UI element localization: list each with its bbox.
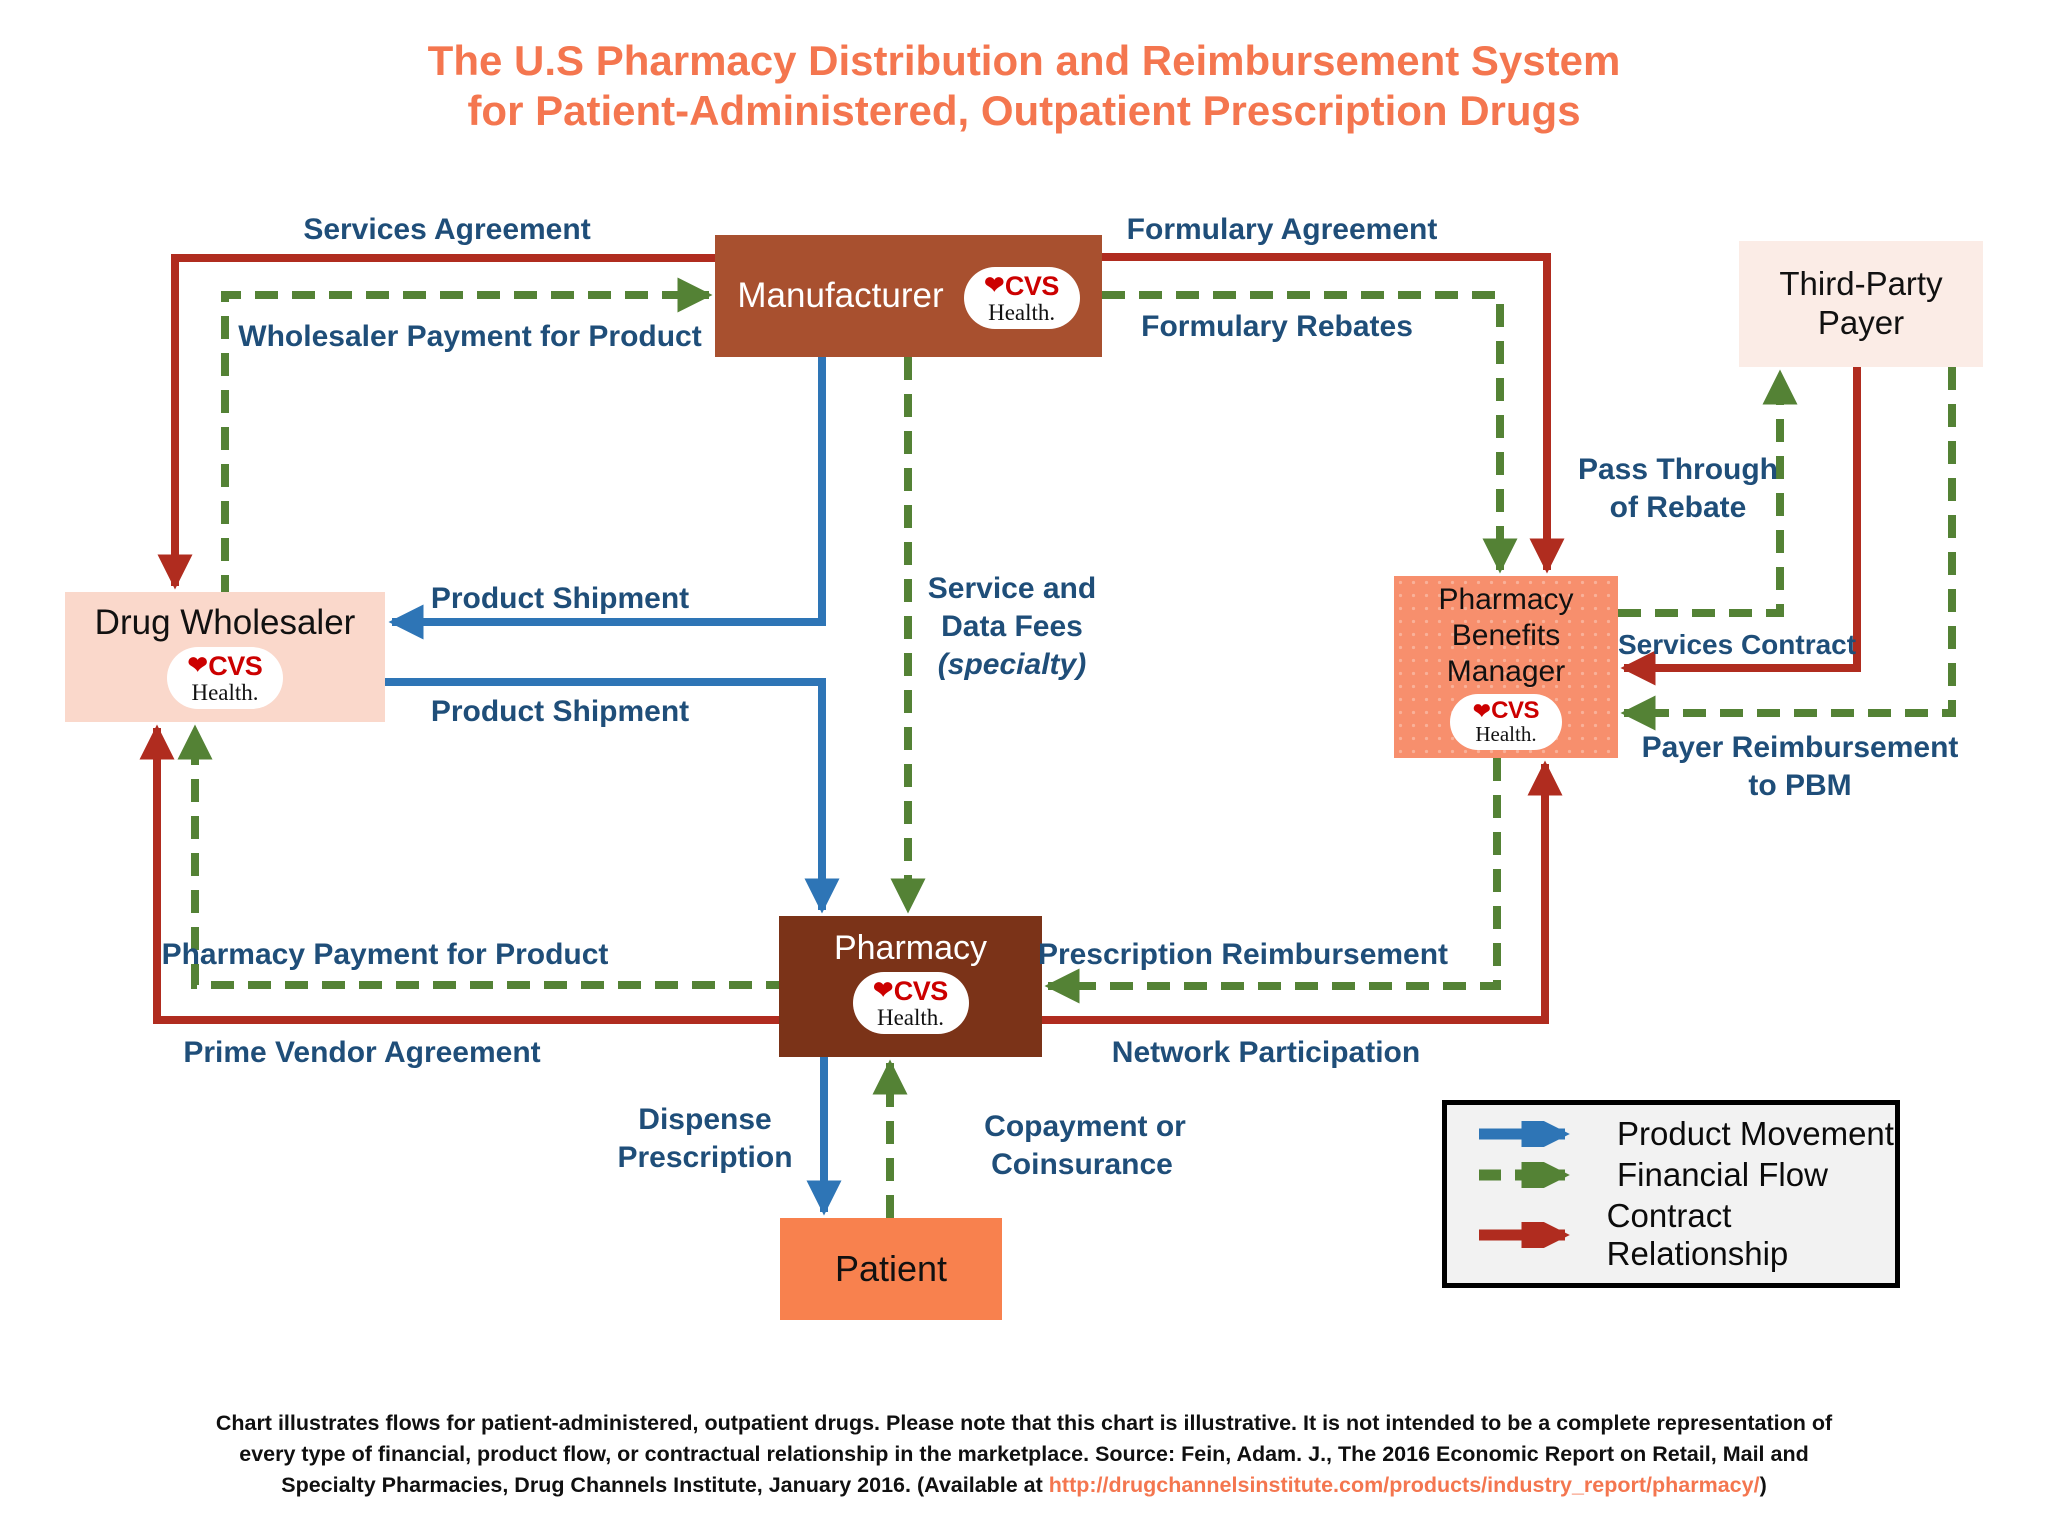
node-manufacturer-label: Manufacturer xyxy=(737,276,944,316)
label-product-shipment-bottom: Product Shipment xyxy=(430,695,690,728)
label-product-shipment-top: Product Shipment xyxy=(430,582,690,615)
arrow-product-shipment-to-pharmacy xyxy=(382,678,840,914)
label-formulary-agreement: Formulary Agreement xyxy=(1126,213,1438,246)
node-pharmacy-label: Pharmacy xyxy=(833,929,988,967)
label-service-fees-line1: Service and xyxy=(927,572,1097,605)
label-prescription-reimbursement: Prescription Reimbursement xyxy=(1037,938,1449,971)
legend-row-product: Product Movement xyxy=(1475,1115,1895,1153)
heart-icon: ❤ xyxy=(187,652,208,680)
cvs-health-logo: ❤CVS Health. xyxy=(852,972,969,1035)
arrow-network-participation xyxy=(1042,760,1563,1024)
label-dispense-line2: Prescription xyxy=(617,1141,793,1174)
legend-financial-label: Financial Flow xyxy=(1617,1155,1828,1193)
node-drug-wholesaler-label: Drug Wholesaler xyxy=(94,603,356,642)
cvs-health-text: Health. xyxy=(1475,722,1537,746)
legend-contract-label: Contract Relationship xyxy=(1606,1197,1789,1273)
node-pharmacy-benefits-manager: Pharmacy Benefits Manager ❤CVS Health. xyxy=(1394,576,1618,758)
arrow-services-contract xyxy=(1620,367,1861,686)
cvs-logo-text: CVS xyxy=(893,975,949,1006)
footer-source-link[interactable]: http://drugchannelsinstitute.com/product… xyxy=(1048,1473,1760,1497)
arrow-formulary-rebates xyxy=(1102,291,1518,574)
cvs-health-text: Health. xyxy=(988,299,1056,325)
legend-row-financial: Financial Flow xyxy=(1475,1156,1895,1194)
footer-line3-suffix: ) xyxy=(1759,1473,1767,1497)
footer-line2: every type of financial, product flow, o… xyxy=(239,1442,1809,1466)
legend-contract-arrow-icon xyxy=(1479,1222,1570,1249)
label-copayment-line1: Copayment or xyxy=(984,1110,1186,1143)
label-formulary-rebates: Formulary Rebates xyxy=(1141,310,1413,343)
label-network-participation: Network Participation xyxy=(1111,1036,1421,1069)
footer-line3-prefix: Specialty Pharmacies, Drug Channels Inst… xyxy=(281,1473,1049,1497)
cvs-health-logo: ❤CVS Health. xyxy=(963,267,1080,329)
cvs-health-text: Health. xyxy=(876,1004,945,1030)
cvs-logo-text: CVS xyxy=(1004,270,1060,301)
footer-note: Chart illustrates flows for patient-admi… xyxy=(0,1408,2048,1501)
legend-financial-arrow-icon xyxy=(1479,1161,1570,1188)
arrow-formulary-agreement xyxy=(1102,253,1565,574)
label-pharmacy-payment: Pharmacy Payment for Product xyxy=(161,938,609,971)
cvs-logo-text: CVS xyxy=(208,650,263,681)
node-drug-wholesaler: Drug Wholesaler ❤CVS Health. xyxy=(65,592,385,722)
label-payer-reimbursement-line1: Payer Reimbursement xyxy=(1641,731,1959,764)
heart-icon: ❤ xyxy=(873,977,893,1005)
label-dispense-line1: Dispense xyxy=(638,1103,772,1136)
label-wholesaler-payment: Wholesaler Payment for Product xyxy=(238,320,702,353)
cvs-health-logo: ❤CVS Health. xyxy=(1450,694,1562,750)
cvs-health-logo: ❤CVS Health. xyxy=(167,647,283,710)
cvs-health-text: Health. xyxy=(191,679,259,705)
node-patient: Patient xyxy=(780,1218,1002,1320)
label-pass-through-line2: of Rebate xyxy=(1609,491,1747,524)
arrow-wholesaler-payment xyxy=(221,277,713,598)
label-services-agreement: Services Agreement xyxy=(303,213,591,246)
node-pharmacy: Pharmacy ❤CVS Health. xyxy=(779,916,1042,1057)
arrow-pharmacy-payment xyxy=(177,724,900,989)
footer-line1: Chart illustrates flows for patient-admi… xyxy=(215,1411,1833,1435)
arrow-services-agreement xyxy=(157,254,715,590)
label-service-fees-line3: (specialty) xyxy=(937,648,1087,681)
cvs-logo-text: CVS xyxy=(1491,697,1539,724)
label-services-contract: Services Contract xyxy=(1617,629,1857,660)
heart-icon: ❤ xyxy=(1473,699,1491,723)
label-prime-vendor-agreement: Prime Vendor Agreement xyxy=(183,1036,541,1069)
footer-line3: Specialty Pharmacies, Drug Channels Inst… xyxy=(0,1470,2048,1501)
label-payer-reimbursement-line2: to PBM xyxy=(1748,769,1852,802)
page-title: The U.S Pharmacy Distribution and Reimbu… xyxy=(0,36,2048,136)
arrow-prescription-reimbursement xyxy=(1044,758,1501,1004)
label-service-fees-line2: Data Fees xyxy=(941,610,1083,643)
arrow-pass-through-rebate xyxy=(1618,369,1798,617)
legend-product-label: Product Movement xyxy=(1617,1114,1894,1152)
legend-product-arrow-icon xyxy=(1479,1120,1570,1147)
node-third-party-payer-label: Third-Party Payer xyxy=(1779,265,1943,341)
node-manufacturer: Manufacturer ❤CVS Health. xyxy=(715,235,1102,357)
arrow-prime-vendor-agreement xyxy=(139,724,900,1024)
legend: Product Movement Financial Flow Contract… xyxy=(1442,1100,1900,1288)
node-pbm-label: Pharmacy Benefits Manager xyxy=(1438,583,1574,688)
heart-icon: ❤ xyxy=(984,272,1004,299)
arrow-payer-reimbursement xyxy=(1620,367,1956,731)
page-title-line1: The U.S Pharmacy Distribution and Reimbu… xyxy=(427,37,1621,84)
node-third-party-payer: Third-Party Payer xyxy=(1739,241,1983,367)
label-copayment-line2: Coinsurance xyxy=(991,1148,1173,1181)
node-patient-label: Patient xyxy=(834,1247,948,1289)
page-title-line2: for Patient-Administered, Outpatient Pre… xyxy=(467,87,1581,134)
label-pass-through-line1: Pass Through xyxy=(1577,453,1779,486)
arrow-product-shipment-to-wholesaler xyxy=(388,357,826,640)
legend-row-contract: Contract Relationship xyxy=(1475,1197,1895,1273)
